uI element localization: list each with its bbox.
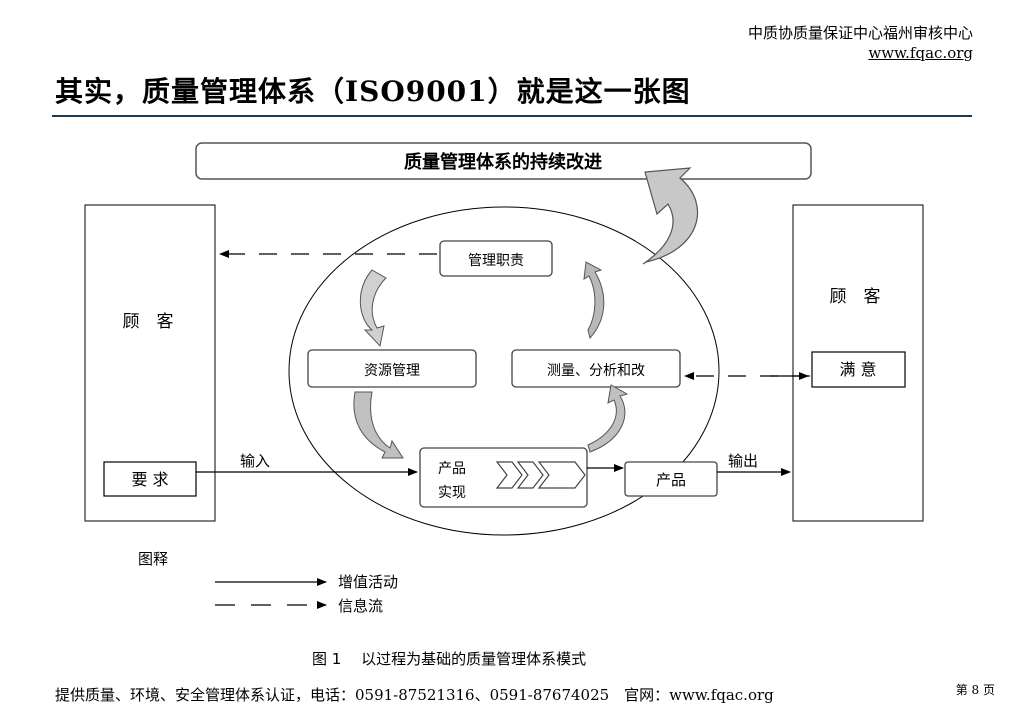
satisfaction-label: 满 意	[839, 360, 876, 379]
measurement-analysis-box	[511, 349, 681, 388]
input-label: 输入	[240, 452, 270, 470]
product-realization-label-1: 产品	[438, 461, 466, 477]
product-realization-label-2: 实现	[438, 485, 466, 501]
management-responsibility-box	[439, 240, 553, 277]
customer-label-left: 顾 客	[123, 312, 174, 332]
legend-value-added-label: 增值活动	[338, 573, 398, 591]
product-output-label: 产品	[656, 471, 686, 489]
improvement-banner	[195, 142, 812, 180]
footer-contact: 提供质量、环境、安全管理体系认证，电话：0591-87521316、0591-8…	[55, 686, 774, 704]
resource-management-label: 资源管理	[364, 363, 420, 379]
cycle-arrow-measurement-to-management	[583, 261, 605, 340]
figure-caption: 图 1 以过程为基础的质量管理体系模式	[312, 650, 586, 668]
page-number: 第 8 页	[955, 683, 995, 697]
legend-title: 图释	[138, 550, 168, 568]
resource-management-box	[307, 349, 477, 388]
cycle-arrow-realization-to-measurement	[587, 384, 629, 453]
org-url-link[interactable]: www.fqac.org	[868, 44, 973, 62]
improvement-banner-label: 质量管理体系的持续改进	[404, 151, 602, 173]
measurement-analysis-label: 测量、分析和改	[547, 363, 645, 379]
requirements-label: 要 求	[131, 470, 168, 489]
satisfaction-box	[811, 351, 906, 388]
cycle-arrow-management-to-resources	[359, 269, 387, 348]
management-responsibility-label: 管理职责	[468, 253, 524, 269]
slide-title: 其实，质量管理体系（ISO9001）就是这一张图	[55, 75, 691, 108]
output-label: 输出	[728, 452, 758, 470]
customer-label-right: 顾 客	[830, 287, 881, 307]
improvement-curved-arrow	[642, 167, 699, 265]
value-chain-chevron-icon	[495, 461, 586, 489]
org-name: 中质协质量保证中心福州审核中心	[747, 24, 973, 42]
product-output-box	[624, 461, 718, 497]
legend-info-flow-label: 信息流	[338, 597, 383, 615]
title-divider	[52, 115, 972, 117]
cycle-arrow-resources-to-realization	[353, 391, 404, 459]
requirements-box	[103, 461, 197, 497]
